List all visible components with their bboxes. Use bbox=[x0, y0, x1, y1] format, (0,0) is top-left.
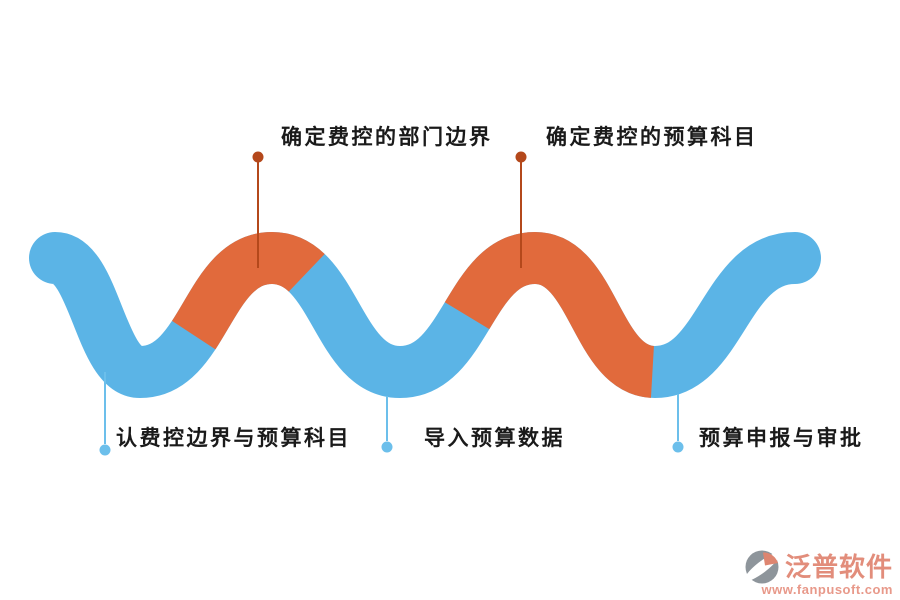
connector-dot-step5 bbox=[672, 441, 684, 453]
wave-path-blue bbox=[29, 231, 821, 399]
step-label-1: 认费控边界与预算科目 bbox=[116, 427, 351, 450]
logo-url: www.fanpusoft.com bbox=[761, 582, 893, 597]
fanpu-logo-icon bbox=[744, 550, 780, 584]
connector-dot-step3 bbox=[381, 441, 393, 453]
step-label-5: 预算申报与审批 bbox=[699, 427, 864, 450]
step-label-2: 确定费控的部门边界 bbox=[281, 126, 493, 149]
fanpu-watermark: 泛普软件 www.fanpusoft.com bbox=[743, 549, 893, 597]
step-label-3: 导入预算数据 bbox=[424, 427, 565, 450]
connector-dot-step2 bbox=[252, 151, 264, 163]
logo-company-name: 泛普软件 bbox=[784, 552, 893, 582]
step-label-4: 确定费控的预算科目 bbox=[546, 126, 758, 149]
connector-dot-step4 bbox=[515, 151, 527, 163]
connector-dot-step1 bbox=[99, 444, 111, 456]
